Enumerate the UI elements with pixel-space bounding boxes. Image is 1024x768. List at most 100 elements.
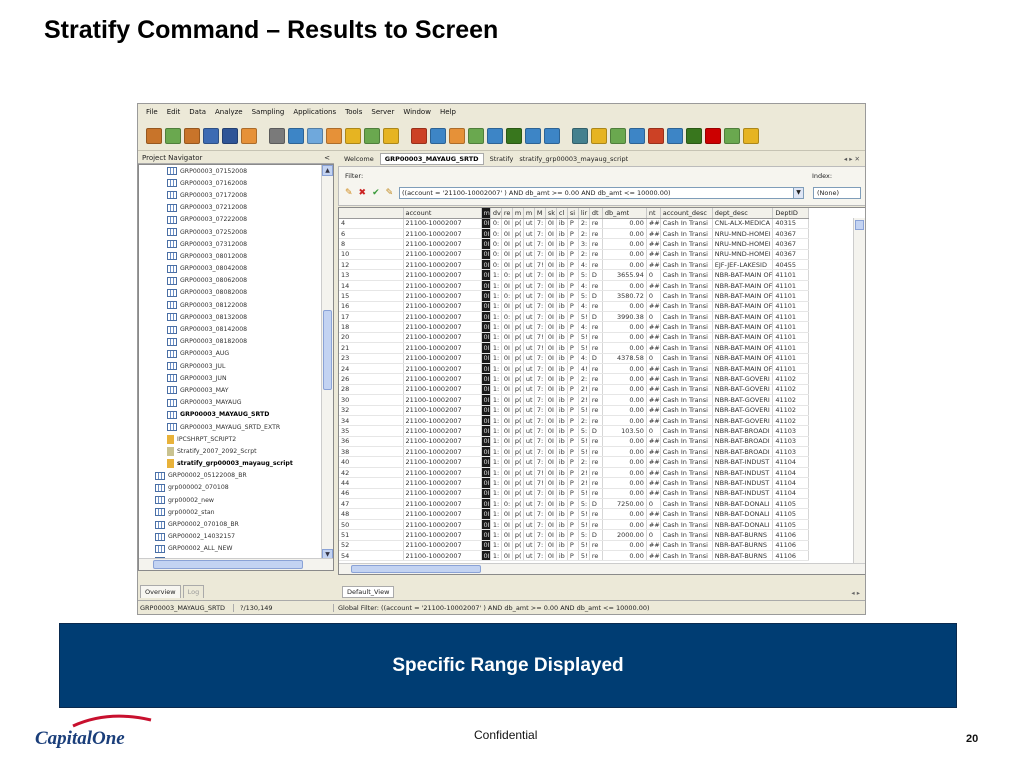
toolbar-button-icon[interactable] [345, 127, 361, 144]
toolbar-button-icon[interactable] [146, 127, 162, 144]
column-header[interactable]: re [501, 208, 513, 219]
toolbar-button-icon[interactable] [525, 127, 541, 144]
tab-grp00003-mayaug-srtd[interactable]: GRP00003_MAYAUG_SRTD [379, 153, 484, 165]
toolbar-button-icon[interactable] [487, 127, 503, 144]
toolbar-button-icon[interactable] [610, 127, 626, 144]
filter-edit-icon[interactable]: ✎ [345, 188, 353, 198]
navigator-item[interactable]: GRP00003_JUL [139, 360, 323, 372]
menu-sampling[interactable]: Sampling [251, 108, 285, 116]
toolbar-button-icon[interactable] [326, 127, 342, 144]
toolbar-button-icon[interactable] [383, 127, 399, 144]
navigator-item[interactable]: stratify_grp00003_mayaug_script [139, 458, 323, 470]
menu-data[interactable]: Data [189, 108, 206, 116]
tab-stratify[interactable]: Stratify [489, 155, 514, 163]
navigator-item[interactable]: GRP00002_070108_BR [139, 518, 323, 530]
navigator-item[interactable]: GRP00003_MAY [139, 384, 323, 396]
tab-log[interactable]: Log [182, 585, 205, 598]
toolbar-button-icon[interactable] [667, 127, 683, 144]
navigator-item[interactable]: GRP00003_08142008 [139, 323, 323, 335]
grid-vertical-scrollbar[interactable] [853, 218, 865, 563]
navigator-item[interactable]: Stratify_2007_2092_Scrpt [139, 445, 323, 457]
column-header[interactable]: sk [545, 208, 557, 219]
toolbar-button-icon[interactable] [449, 127, 465, 144]
navigator-item[interactable]: grp00002_new [139, 494, 323, 506]
toolbar-button-icon[interactable] [544, 127, 560, 144]
navigator-item[interactable]: GRP00003_MAYAUG [139, 397, 323, 409]
toolbar-button-icon[interactable] [705, 127, 721, 144]
menu-analyze[interactable]: Analyze [215, 108, 243, 116]
filter-clear-icon[interactable]: ✖ [358, 188, 367, 198]
toolbar-button-icon[interactable] [203, 127, 219, 144]
column-header[interactable]: m [481, 208, 491, 219]
navigator-item[interactable]: GRP00002_ALL_NEW [139, 543, 323, 555]
column-header[interactable]: m [523, 208, 535, 219]
column-header[interactable]: dt [589, 208, 603, 219]
column-header[interactable]: M [534, 208, 546, 219]
toolbar-button-icon[interactable] [506, 127, 522, 144]
tab-stratify-script[interactable]: stratify_grp00003_mayaug_script [519, 155, 629, 163]
navigator-scroll-thumb[interactable] [323, 310, 332, 390]
navigator-item[interactable]: GRP00003_JUN [139, 372, 323, 384]
menu-applications[interactable]: Applications [293, 108, 337, 116]
filter-apply-icon[interactable]: ✔ [372, 188, 380, 198]
toolbar-button-icon[interactable] [288, 127, 304, 144]
navigator-item[interactable]: GRP00003_08122008 [139, 299, 323, 311]
filter-dropdown-icon[interactable]: ▼ [793, 188, 803, 198]
toolbar-button-icon[interactable] [629, 127, 645, 144]
navigator-item[interactable]: IPCSHRPT_SCRIPT2 [139, 433, 323, 445]
toolbar-button-icon[interactable] [364, 127, 380, 144]
toolbar-button-icon[interactable] [648, 127, 664, 144]
navigator-item[interactable]: GRP00002_05122008_BR [139, 470, 323, 482]
navigator-hscroll-thumb[interactable] [153, 560, 303, 569]
column-header[interactable]: dept_desc [712, 208, 774, 219]
navigator-item[interactable]: GRP00003_MAYAUG_SRTD [139, 409, 323, 421]
navigator-item[interactable]: GRP00003_07222008 [139, 214, 323, 226]
toolbar-button-icon[interactable] [269, 127, 285, 144]
toolbar-button-icon[interactable] [184, 127, 200, 144]
navigator-item[interactable]: GRP00003_AUG [139, 348, 323, 360]
navigator-item[interactable]: GRP00003_08042008 [139, 263, 323, 275]
column-header[interactable]: db_amt [602, 208, 647, 219]
toolbar-button-icon[interactable] [241, 127, 257, 144]
navigator-item[interactable]: GRP00003_07312008 [139, 238, 323, 250]
toolbar-button-icon[interactable] [307, 127, 323, 144]
tab-default-view[interactable]: Default_View [342, 586, 395, 598]
toolbar-button-icon[interactable] [468, 127, 484, 144]
editor-tab-controls[interactable]: ◂ ▸ ✕ [843, 155, 860, 163]
filter-input[interactable]: ((account = '21100-10002007' ) AND db_am… [399, 187, 804, 199]
column-header[interactable]: DeptID [772, 208, 810, 219]
navigator-item[interactable]: GRP00003_07162008 [139, 177, 323, 189]
navigator-item[interactable]: GRP00003_08182008 [139, 336, 323, 348]
navigator-item[interactable]: GRP00003_07152008 [139, 165, 323, 177]
navigator-vertical-scrollbar[interactable]: ▲ ▼ [321, 165, 333, 560]
navigator-collapse-button[interactable]: < [324, 153, 330, 162]
navigator-item[interactable]: GRP00002_14032157 [139, 531, 323, 543]
toolbar-button-icon[interactable] [572, 127, 588, 144]
navigator-item[interactable]: GRP00003_07172008 [139, 189, 323, 201]
menu-edit[interactable]: Edit [166, 108, 181, 116]
